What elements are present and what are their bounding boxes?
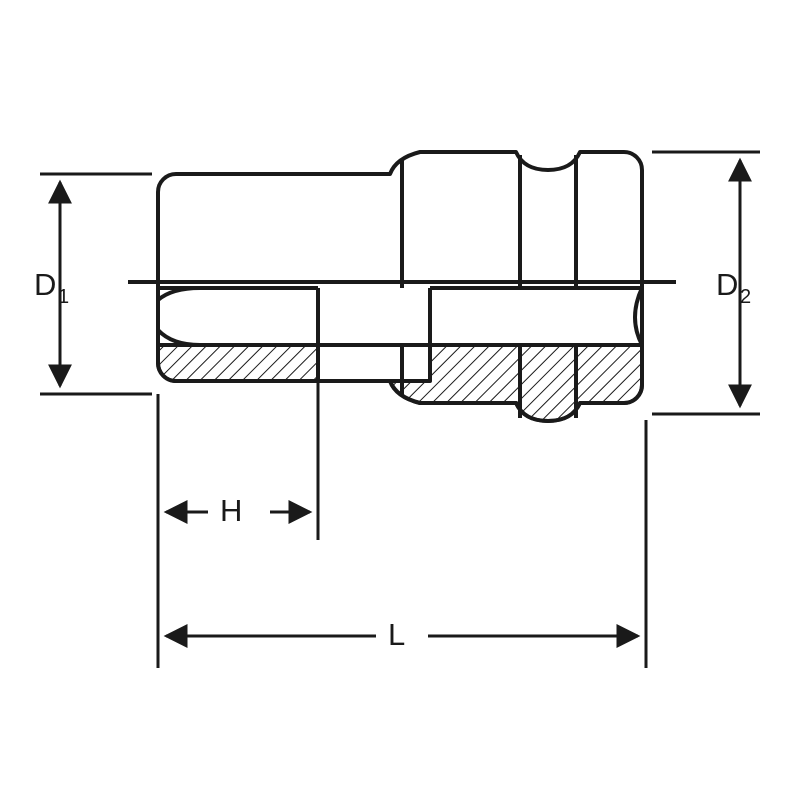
socket-body-group bbox=[128, 150, 676, 423]
l-label: L bbox=[388, 617, 405, 652]
dimension-d2-group: D 2 bbox=[652, 150, 760, 416]
section-hatch-middle-outline bbox=[318, 343, 644, 423]
d2-label: D bbox=[716, 267, 738, 302]
d1-label: D bbox=[34, 267, 56, 302]
drive-end-inner-radius bbox=[633, 287, 644, 346]
d1-label-subscript: 1 bbox=[58, 286, 69, 308]
d2-label-subscript: 2 bbox=[740, 286, 751, 308]
dimension-d1-group: D 1 bbox=[34, 172, 152, 396]
h-label: H bbox=[220, 493, 242, 528]
section-hatch-middle bbox=[318, 345, 642, 421]
hex-mouth-chamfer-lower bbox=[156, 328, 201, 347]
hex-mouth-chamfer bbox=[156, 286, 201, 302]
dimension-l-group: L bbox=[156, 394, 648, 668]
h-label-backing bbox=[208, 490, 270, 534]
section-hatch-lower-left bbox=[158, 345, 318, 381]
l-label-backing bbox=[376, 614, 428, 658]
section-hatch-lower-left-outline bbox=[156, 343, 320, 383]
